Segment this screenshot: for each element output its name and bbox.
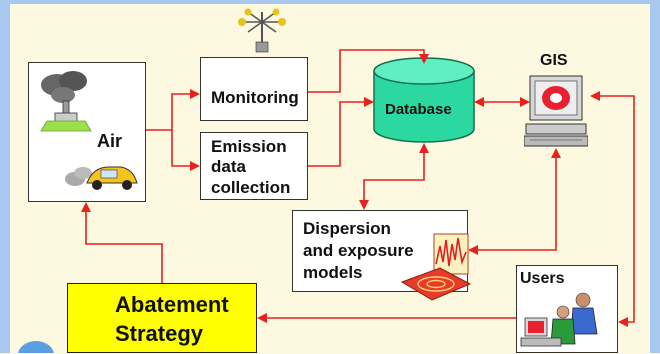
air-node: Air bbox=[28, 62, 146, 202]
dispersion-node: Dispersion and exposure models bbox=[292, 210, 468, 292]
model-chart-icon bbox=[400, 233, 472, 301]
monitoring-label: Monitoring bbox=[211, 88, 299, 107]
arrow-database-dispersion bbox=[359, 143, 429, 210]
factory-smoke-icon bbox=[40, 71, 92, 132]
abatement-label-1: Abatement bbox=[115, 292, 229, 317]
dispersion-label-2: and exposure bbox=[303, 241, 414, 260]
emission-node: Emission data collection bbox=[200, 132, 308, 200]
arrow-gis-users bbox=[590, 91, 635, 327]
car-exhaust-icon bbox=[65, 166, 138, 190]
arrow-gis-dispersion bbox=[468, 148, 561, 255]
arrow-monitoring-to-database bbox=[308, 49, 429, 93]
abatement-node: Abatement Strategy bbox=[67, 283, 257, 353]
arrow-emission-to-database bbox=[308, 97, 374, 167]
arrow-abatement-to-air bbox=[81, 202, 163, 283]
arrow-air-to-emission bbox=[171, 130, 200, 171]
gis-label: GIS bbox=[540, 52, 568, 69]
dispersion-label-1: Dispersion bbox=[303, 219, 391, 238]
computer-icon bbox=[524, 75, 588, 147]
emission-label-1: Emission bbox=[211, 137, 287, 156]
air-label: Air bbox=[97, 131, 123, 151]
anemometer-icon bbox=[238, 8, 286, 53]
arrow-air-to-monitoring bbox=[146, 89, 200, 131]
abatement-label-2: Strategy bbox=[115, 321, 204, 346]
monitoring-node: Monitoring bbox=[200, 57, 308, 121]
emission-label-3: collection bbox=[211, 178, 291, 197]
users-label: Users bbox=[520, 270, 565, 287]
globe-icon bbox=[18, 341, 54, 353]
database-label: Database bbox=[385, 101, 452, 118]
emission-label-2: data bbox=[211, 157, 246, 176]
database-node bbox=[373, 57, 475, 143]
dispersion-label-3: models bbox=[303, 263, 363, 282]
